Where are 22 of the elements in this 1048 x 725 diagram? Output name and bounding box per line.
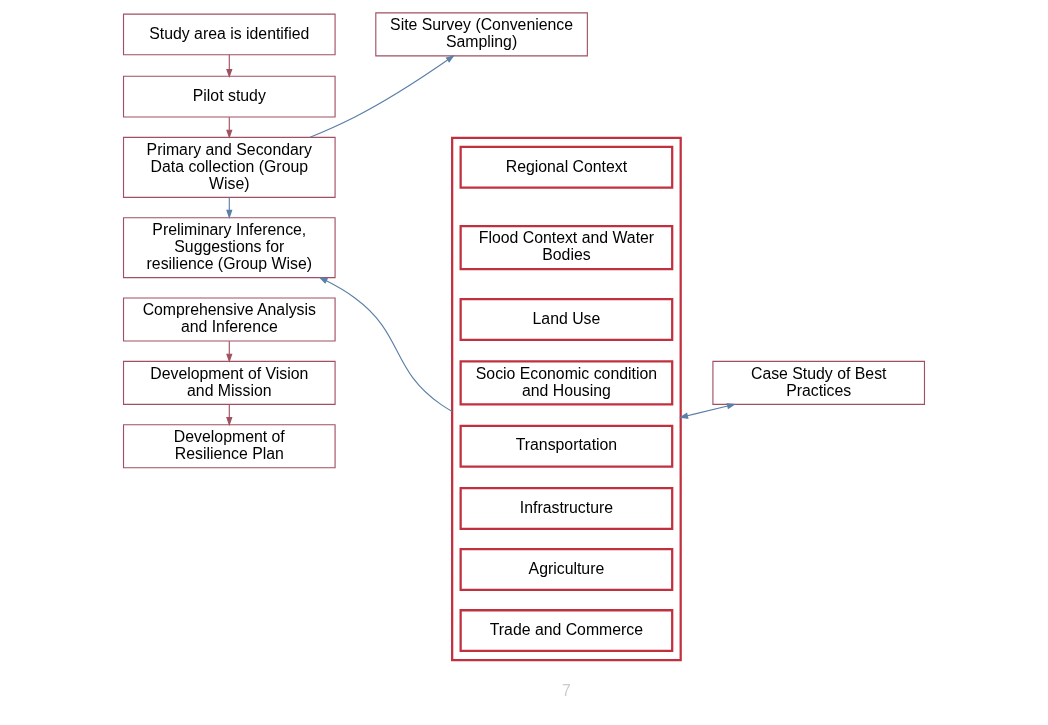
arrow [679,403,736,419]
node-box: Regional Context [459,145,674,189]
node-box: Transportation [459,424,674,468]
node-box: Development of Vision and Mission [122,360,336,405]
cluster [451,136,682,662]
arrow [318,277,453,412]
node-box: Land Use [459,298,674,341]
node-box: Case Study of Best Practices [712,360,926,405]
node-box: Development of Resilience Plan [122,424,336,469]
arrow [226,340,233,363]
node-box: Site Survey (Convenience Sampling) [375,12,588,57]
node-box: Flood Context and Water Bodies [459,225,674,271]
node-box: Study area is identified [122,13,336,56]
node-box: Agriculture [459,548,674,591]
node-box: Comprehensive Analysis and Inference [122,297,336,342]
arrow [309,55,455,138]
node-box: Primary and Secondary Data collection (Group Wise) [122,136,336,198]
node-box: Infrastructure [459,486,674,530]
node-box: Trade and Commerce [459,609,674,653]
node-box: Pilot study [122,75,336,118]
node-box: Socio Economic condition and Housing [459,360,674,406]
node-box: Preliminary Inference, Suggestions for resilience (Group Wise) [122,217,336,279]
